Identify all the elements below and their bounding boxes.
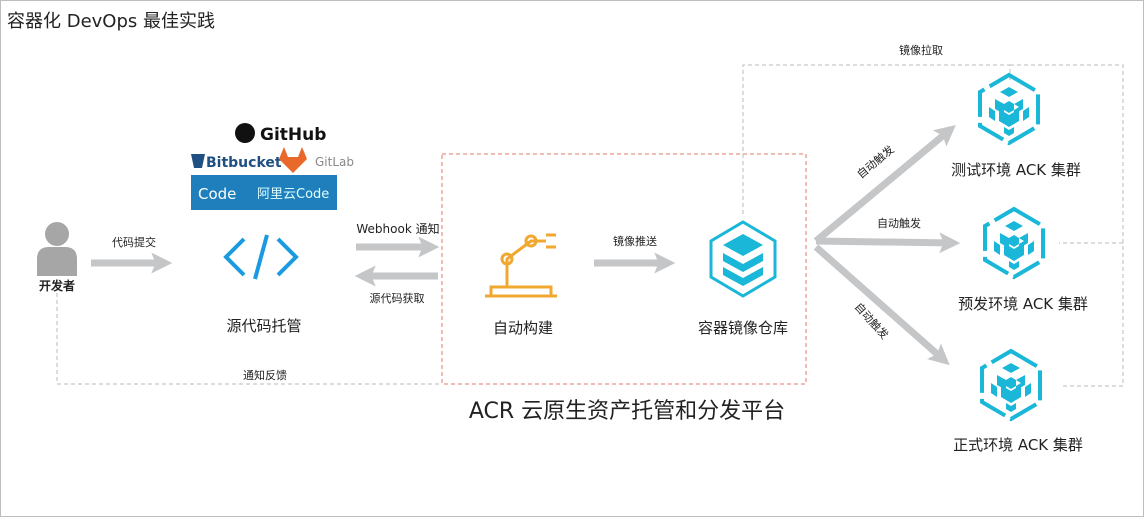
cluster-pull-line [1010,64,1124,387]
feedback-label: 通知反馈 [243,368,287,382]
trigger-arrow-prod [813,244,950,366]
source-label: 源代码托管 [226,317,301,335]
feedback-line [56,293,442,385]
cluster-label-test: 测试环境 ACK 集群 [951,161,1081,179]
page-title: 容器化 DevOps 最佳实践 [7,11,215,32]
build-label: 自动构建 [493,319,553,337]
code-icon [223,234,299,280]
fetch-label: 源代码获取 [370,291,425,305]
developer-label: 开发者 [39,278,75,293]
developer-icon [37,222,77,276]
ack-cluster-icon-test [978,73,1040,145]
dashed-connectors [56,64,1124,387]
pull-label: 镜像拉取 [899,43,943,57]
commit-label: 代码提交 [112,235,156,249]
ack-cluster-icon-staging [983,207,1045,279]
trigger-label-staging: 自动触发 [877,216,921,230]
robot-arm-icon [485,233,557,298]
aliyun-code-logo: Code 阿里云Code [191,175,337,210]
ack-cluster-icon-prod [980,349,1042,421]
bitbucket-logo: Bitbucket [191,154,282,171]
registry-icon [709,220,777,298]
trigger-arrow-staging [815,232,961,254]
svg-text:Code: Code [198,185,236,203]
platform-caption: ACR 云原生资产托管和分发平台 [469,399,785,424]
svg-text:阿里云Code: 阿里云Code [257,187,329,202]
cluster-label-prod: 正式环境 ACK 集群 [953,436,1083,454]
svg-text:GitHub: GitHub [260,125,326,145]
github-logo: GitHub [235,123,326,145]
cluster-label-staging: 预发环境 ACK 集群 [958,295,1088,313]
pull-line [742,64,1011,214]
push-label: 镜像推送 [613,234,657,248]
trigger-arrow-test [813,124,956,244]
registry-label: 容器镜像仓库 [698,319,788,337]
svg-text:GitLab: GitLab [315,155,354,169]
svg-text:Bitbucket: Bitbucket [206,155,282,171]
acr-platform-box [441,153,807,385]
flow-arrows [91,124,961,366]
gitlab-logo: GitLab [279,147,354,173]
webhook-label: Webhook 通知 [356,222,439,236]
